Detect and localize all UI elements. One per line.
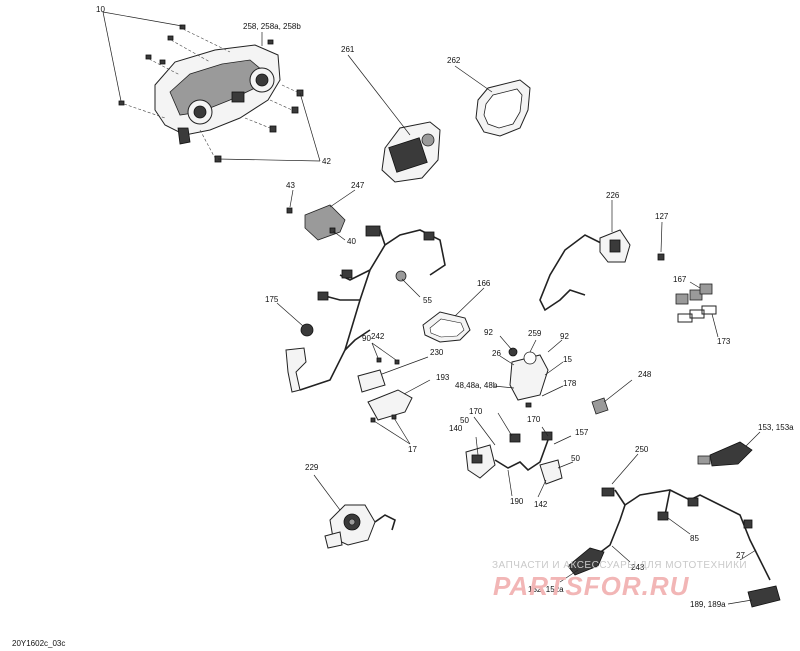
callout-243: 243 — [631, 563, 645, 572]
callout-55: 55 — [423, 296, 432, 305]
callout-157: 157 — [575, 428, 589, 437]
clip-127 — [657, 221, 665, 261]
callout-170a: 170 — [469, 407, 483, 416]
callout-258: 258, 258a, 258b — [243, 22, 301, 31]
turn-signal-152 — [559, 547, 605, 583]
screws-17 — [370, 414, 411, 445]
harness-190 — [465, 412, 574, 498]
instrument-cluster — [347, 54, 441, 183]
callout-27: 27 — [736, 551, 745, 560]
grommet-175 — [276, 302, 314, 337]
module-189 — [727, 549, 781, 608]
main-harness — [285, 225, 446, 393]
screws-10 — [102, 11, 274, 119]
callout-226: 226 — [606, 191, 620, 200]
screws-90 — [371, 342, 400, 365]
callout-193: 193 — [436, 373, 450, 382]
switch-226 — [539, 200, 631, 312]
callout-labels: 10 258, 258a, 258b 261 262 42 43 247 40 … — [96, 5, 794, 609]
callout-189: 189, 189a — [690, 600, 726, 609]
bezels-173 — [677, 305, 719, 338]
turn-signal-153 — [697, 431, 761, 467]
callout-140: 140 — [449, 424, 463, 433]
callout-43: 43 — [286, 181, 295, 190]
bracket-230 — [357, 356, 429, 393]
callout-175: 175 — [265, 295, 279, 304]
callout-167: 167 — [673, 275, 687, 284]
callout-153: 153, 153a — [758, 423, 794, 432]
headlight-assembly — [154, 44, 281, 145]
watermark-caption: ЗАПЧАСТИ И АКСЕССУАРЫ ДЛЯ МОТОТЕХНИКИ — [492, 560, 747, 571]
callout-15: 15 — [563, 355, 572, 364]
callout-178: 178 — [563, 379, 577, 388]
callout-17: 17 — [408, 445, 417, 454]
callout-26: 26 — [492, 349, 501, 358]
callout-242: 242 — [371, 332, 385, 341]
watermark: ЗАПЧАСТИ И АКСЕССУАРЫ ДЛЯ МОТОТЕХНИКИ PA… — [492, 560, 747, 601]
callout-92b: 92 — [560, 332, 569, 341]
callout-262: 262 — [447, 56, 461, 65]
callout-92a: 92 — [484, 328, 493, 337]
callout-152: 152, 152a — [528, 585, 564, 594]
callout-48: 48,48a, 48b — [455, 381, 498, 390]
sensor-248 — [591, 379, 633, 415]
cover-193 — [367, 379, 431, 421]
harness-243 — [589, 453, 771, 581]
callout-50b: 50 — [571, 454, 580, 463]
callout-10: 10 — [96, 5, 105, 14]
callout-261: 261 — [341, 45, 355, 54]
assembly-229 — [313, 474, 396, 549]
watermark-brand: PARTSFOR.RU — [493, 571, 690, 601]
callout-248: 248 — [638, 370, 652, 379]
callout-173: 173 — [717, 337, 731, 346]
seal-166 — [422, 287, 485, 343]
callout-259: 259 — [528, 329, 542, 338]
callout-127: 127 — [655, 212, 669, 221]
callout-170b: 170 — [527, 415, 541, 424]
module-247 — [286, 189, 356, 241]
callout-90: 90 — [362, 334, 371, 343]
callout-166: 166 — [477, 279, 491, 288]
callout-40: 40 — [347, 237, 356, 246]
figure-code: 20Y1602c_03c — [12, 639, 65, 648]
bezel-262 — [454, 65, 531, 137]
nuts-42 — [199, 32, 321, 163]
callout-142: 142 — [534, 500, 548, 509]
bracket-259 — [493, 335, 564, 408]
callout-190: 190 — [510, 497, 524, 506]
switches-167 — [675, 281, 713, 305]
callout-230: 230 — [430, 348, 444, 357]
callout-85: 85 — [690, 534, 699, 543]
callout-229: 229 — [305, 463, 319, 472]
callout-42: 42 — [322, 157, 331, 166]
callout-247: 247 — [351, 181, 365, 190]
callout-50a: 50 — [460, 416, 469, 425]
callout-250: 250 — [635, 445, 649, 454]
